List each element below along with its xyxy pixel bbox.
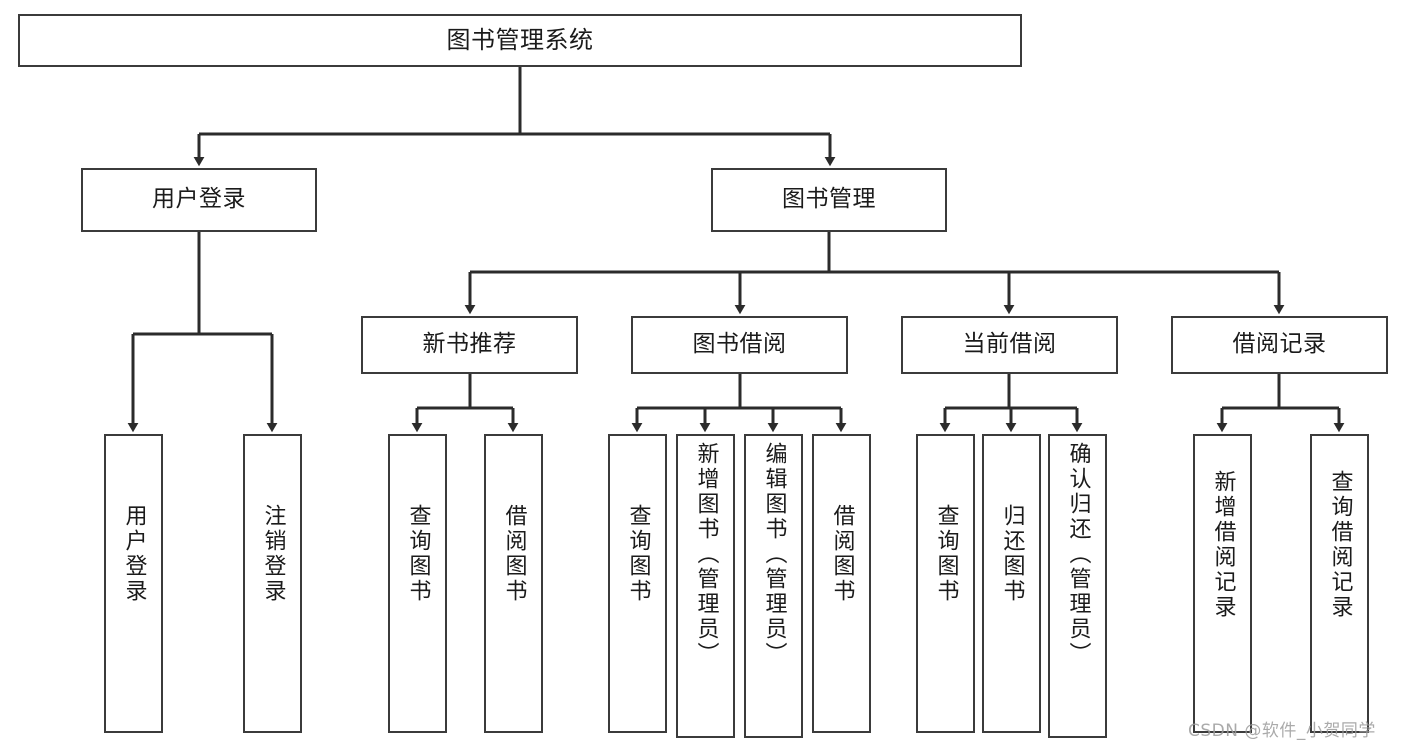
- node-borrow-record-label: 借阅记录: [1232, 331, 1327, 358]
- node-root[interactable]: 图书管理系统: [18, 14, 1022, 67]
- node-new-book-recommend-label: 新书推荐: [422, 331, 517, 358]
- leaf-borrow-edit-book-label: 编辑图书（管理员）: [761, 442, 787, 667]
- leaf-user-login-signin[interactable]: 用户登录: [104, 434, 163, 733]
- leaf-recommend-query-book[interactable]: 查询图书: [388, 434, 447, 733]
- node-current-borrow-label: 当前借阅: [962, 331, 1057, 358]
- node-borrow-record[interactable]: 借阅记录: [1171, 316, 1388, 374]
- node-current-borrow[interactable]: 当前借阅: [901, 316, 1118, 374]
- leaf-recommend-borrow-book-label: 借阅图书: [501, 504, 527, 604]
- leaf-current-confirm-return[interactable]: 确认归还（管理员）: [1048, 434, 1107, 738]
- leaf-current-return-book[interactable]: 归还图书: [982, 434, 1041, 733]
- leaf-recommend-query-book-label: 查询图书: [405, 504, 431, 604]
- node-book-management-label: 图书管理: [782, 186, 876, 213]
- leaf-record-query-record[interactable]: 查询借阅记录: [1310, 434, 1369, 733]
- node-root-label: 图书管理系统: [446, 26, 594, 55]
- leaf-current-query-book-label: 查询图书: [933, 504, 959, 604]
- node-user-login-label: 用户登录: [152, 186, 246, 213]
- leaf-borrow-edit-book[interactable]: 编辑图书（管理员）: [744, 434, 803, 738]
- leaf-record-query-record-label: 查询借阅记录: [1327, 470, 1353, 620]
- leaf-borrow-query-book[interactable]: 查询图书: [608, 434, 667, 733]
- leaf-user-login-signin-label: 用户登录: [121, 504, 147, 604]
- leaf-borrow-add-book[interactable]: 新增图书（管理员）: [676, 434, 735, 738]
- leaf-borrow-borrow-book-label: 借阅图书: [829, 504, 855, 604]
- csdn-watermark: CSDN @软件_小贺同学: [1188, 721, 1376, 741]
- leaf-user-login-signout-label: 注销登录: [260, 504, 286, 604]
- node-book-borrow[interactable]: 图书借阅: [631, 316, 848, 374]
- leaf-user-login-signout[interactable]: 注销登录: [243, 434, 302, 733]
- leaf-recommend-borrow-book[interactable]: 借阅图书: [484, 434, 543, 733]
- leaf-current-confirm-return-label: 确认归还（管理员）: [1065, 442, 1091, 667]
- leaf-record-add-record-label: 新增借阅记录: [1210, 470, 1236, 620]
- node-user-login[interactable]: 用户登录: [81, 168, 317, 232]
- leaf-borrow-query-book-label: 查询图书: [625, 504, 651, 604]
- leaf-borrow-borrow-book[interactable]: 借阅图书: [812, 434, 871, 733]
- leaf-record-add-record[interactable]: 新增借阅记录: [1193, 434, 1252, 733]
- leaf-current-return-book-label: 归还图书: [999, 504, 1025, 604]
- node-book-management[interactable]: 图书管理: [711, 168, 947, 232]
- node-new-book-recommend[interactable]: 新书推荐: [361, 316, 578, 374]
- node-book-borrow-label: 图书借阅: [692, 331, 787, 358]
- leaf-borrow-add-book-label: 新增图书（管理员）: [693, 442, 719, 667]
- leaf-current-query-book[interactable]: 查询图书: [916, 434, 975, 733]
